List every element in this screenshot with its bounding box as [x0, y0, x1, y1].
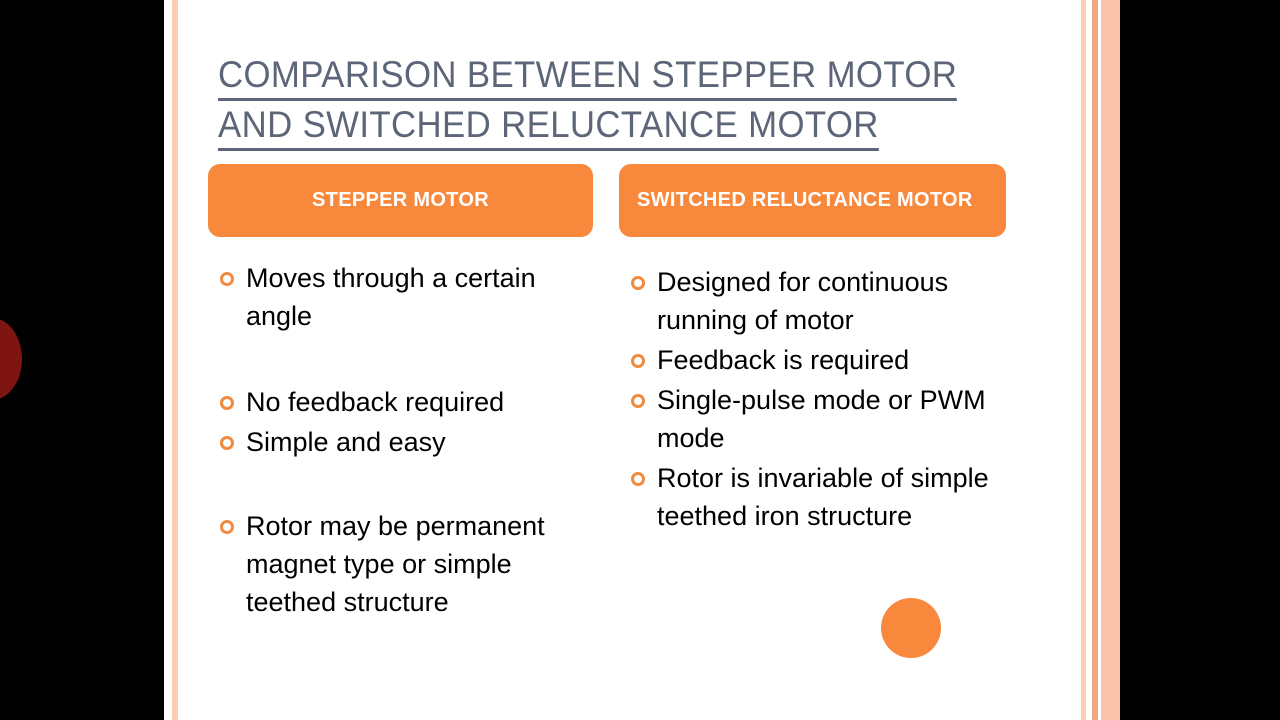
- column-header-switched-reluctance-motor: SWITCHED RELUCTANCE MOTOR: [619, 164, 1006, 237]
- list-item: Feedback is required: [619, 341, 1006, 379]
- corner-decorative-dot: [881, 598, 941, 658]
- slide-title: COMPARISON BETWEEN STEPPER MOTOR AND SWI…: [218, 54, 961, 151]
- bullet-text: Feedback is required: [657, 345, 910, 375]
- list-item: Rotor is invariable of simple teethed ir…: [619, 459, 1006, 535]
- list-item: Designed for continuous running of motor: [619, 263, 1006, 339]
- list-item: Rotor may be permanent magnet type or si…: [208, 507, 593, 621]
- column-switched-reluctance-motor: SWITCHED RELUCTANCE MOTOR Designed for c…: [619, 164, 1006, 704]
- right-accent-rule-thin: [1081, 0, 1086, 720]
- bullet-text: Rotor may be permanent magnet type or si…: [246, 511, 545, 617]
- column-header-stepper-motor: STEPPER MOTOR: [208, 164, 593, 237]
- bullet-text: No feedback required: [246, 387, 505, 417]
- list-item: Simple and easy: [208, 423, 593, 461]
- left-accent-rule: [172, 0, 178, 720]
- bullet-text: Simple and easy: [246, 427, 446, 457]
- bullet-text: Designed for continuous running of motor: [657, 267, 949, 335]
- slide-canvas: COMPARISON BETWEEN STEPPER MOTOR AND SWI…: [164, 0, 1120, 720]
- column-stepper-motor: STEPPER MOTOR Moves through a certain an…: [208, 164, 593, 704]
- bullet-text: Rotor is invariable of simple teethed ir…: [657, 463, 989, 531]
- bullet-text: Single-pulse mode or PWM mode: [657, 385, 986, 453]
- list-item: Moves through a certain angle: [208, 259, 593, 335]
- right-accent-rule-wide: [1101, 0, 1120, 720]
- right-accent-rule-mid: [1092, 0, 1098, 720]
- comparison-columns: STEPPER MOTOR Moves through a certain an…: [208, 164, 1056, 704]
- bullet-list-switched-reluctance-motor: Designed for continuous running of motor…: [619, 263, 1006, 535]
- slide-title-line-1: COMPARISON BETWEEN STEPPER MOTOR: [218, 54, 958, 101]
- bullet-list-stepper-motor: Moves through a certain angle No feedbac…: [208, 259, 593, 621]
- list-item: No feedback required: [208, 383, 593, 421]
- bullet-text: Moves through a certain angle: [246, 263, 536, 331]
- list-item: Single-pulse mode or PWM mode: [619, 381, 1006, 457]
- left-decorative-circle: [0, 318, 22, 400]
- slide-title-line-2: AND SWITCHED RELUCTANCE MOTOR: [218, 104, 879, 151]
